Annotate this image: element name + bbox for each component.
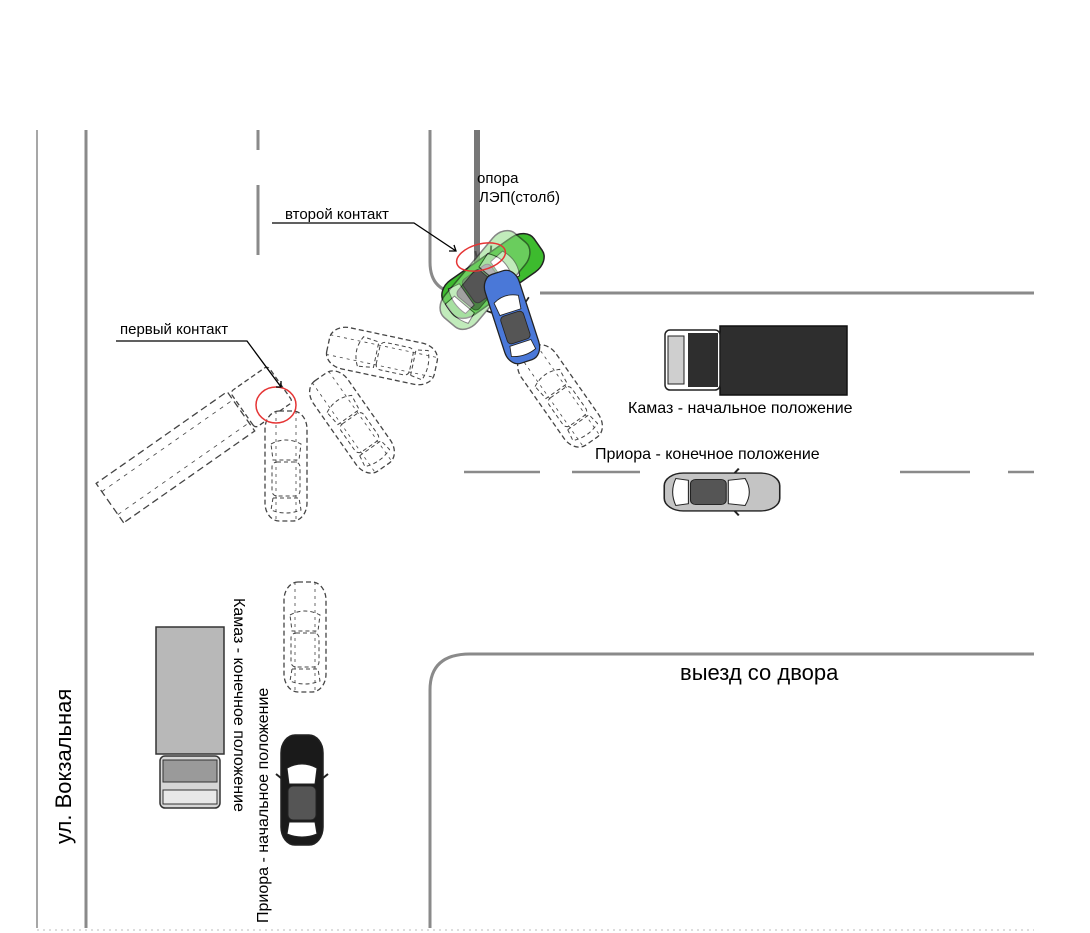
kamaz-end-label: Камаз - конечное положение bbox=[230, 598, 247, 812]
blue-car-icon bbox=[475, 264, 549, 370]
priora-end-car-icon bbox=[663, 467, 781, 517]
priora-start-car-icon bbox=[275, 734, 329, 846]
kamaz-start-truck-icon bbox=[664, 325, 848, 396]
priora-start-label: Приора - начальное положение bbox=[255, 687, 272, 923]
power-pole-icon bbox=[474, 130, 480, 265]
pole-label-line1: опора bbox=[477, 170, 519, 187]
second-contact-label: второй контакт bbox=[285, 206, 389, 223]
callout-lines bbox=[116, 222, 457, 388]
yard-exit-label: выезд со двора bbox=[680, 660, 839, 685]
priora-trajectory-ghost bbox=[264, 323, 610, 693]
kamaz-start-label: Камаз - начальное положение bbox=[628, 400, 853, 417]
street-name-label: ул. Вокзальная bbox=[51, 688, 76, 844]
priora-end-label: Приора - конечное положение bbox=[595, 446, 820, 463]
first-contact-label: первый контакт bbox=[120, 321, 229, 338]
pole-label-line2: ЛЭП(столб) bbox=[479, 189, 560, 206]
kamaz-end-truck-icon bbox=[155, 626, 225, 809]
road-lines bbox=[36, 130, 1034, 931]
